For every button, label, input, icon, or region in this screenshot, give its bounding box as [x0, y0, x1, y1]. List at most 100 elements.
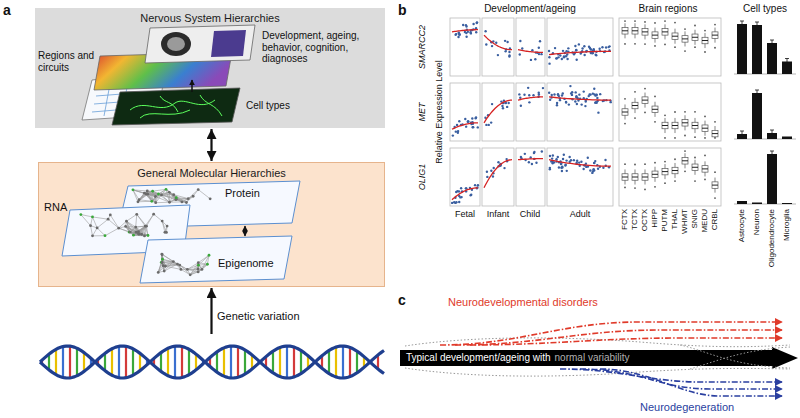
- network-node: [172, 193, 175, 196]
- network-link: [198, 190, 210, 199]
- error-bar: [757, 90, 758, 96]
- base-pair: [118, 346, 120, 377]
- degeneration-trajectory: [600, 369, 782, 396]
- molecular-sheets: [62, 181, 300, 283]
- outlier: [714, 197, 716, 199]
- network-node: [201, 268, 204, 271]
- sample-point: [595, 54, 597, 56]
- axis-label: Child: [520, 209, 541, 219]
- network-link: [152, 194, 159, 201]
- base-pair: [349, 347, 351, 376]
- sample-point: [588, 93, 590, 95]
- bar: [767, 154, 777, 204]
- panel-letter: a: [3, 2, 11, 18]
- network-node: [145, 225, 148, 228]
- sample-point: [583, 90, 585, 92]
- sample-point: [497, 54, 499, 56]
- error-bar: [772, 40, 773, 46]
- bar: [782, 137, 792, 140]
- sample-point: [548, 92, 550, 94]
- outlier: [714, 47, 716, 49]
- plot-frame: [547, 83, 613, 141]
- sample-point: [462, 24, 464, 26]
- sample-point: [507, 102, 509, 104]
- base-pair: [356, 351, 358, 373]
- network-node: [104, 234, 107, 237]
- median: [662, 171, 668, 172]
- trend-line: [518, 159, 543, 160]
- box: [712, 130, 718, 136]
- sample-point: [486, 176, 488, 178]
- brain-sheet: [145, 25, 255, 63]
- sample-point: [590, 48, 592, 50]
- trend-line: [452, 123, 478, 129]
- base-pair: [55, 349, 57, 374]
- sample-point: [538, 47, 540, 49]
- network-node: [132, 188, 135, 191]
- outlier: [714, 171, 716, 173]
- sample-point: [553, 93, 555, 95]
- base-pair: [181, 347, 183, 378]
- sample-point: [560, 166, 562, 168]
- outlier: [674, 180, 676, 182]
- sample-point: [484, 30, 486, 32]
- axis-label: TCTX: [631, 209, 639, 230]
- outlier: [684, 170, 686, 172]
- sample-point: [521, 47, 523, 49]
- box: [672, 167, 678, 173]
- network-node: [180, 268, 183, 271]
- sample-point: [580, 161, 582, 163]
- sample-point: [568, 103, 570, 105]
- error-bar: [740, 21, 744, 22]
- outlier: [654, 186, 656, 188]
- sample-point: [508, 51, 510, 53]
- network-node: [197, 261, 200, 264]
- network-link: [119, 221, 127, 228]
- sample-point: [552, 154, 554, 156]
- outlier: [624, 187, 626, 189]
- axis-label: Oligodendrocyte: [768, 209, 776, 267]
- median: [662, 31, 668, 32]
- box: [652, 171, 658, 177]
- median: [692, 167, 698, 168]
- network-node: [197, 271, 200, 274]
- variability-line: [680, 345, 790, 368]
- network-link: [91, 226, 93, 236]
- network-link: [81, 215, 91, 226]
- outlier: [684, 50, 686, 52]
- median: [672, 170, 678, 171]
- network-link: [138, 193, 144, 202]
- network-link: [108, 219, 119, 228]
- network-link: [158, 263, 162, 273]
- median: [712, 35, 718, 36]
- base-pair: [244, 350, 246, 374]
- outlier: [714, 121, 716, 123]
- sample-point: [567, 47, 569, 49]
- network-link: [161, 254, 162, 255]
- gene-name: OLIG1: [418, 164, 427, 191]
- sample-point: [457, 132, 459, 134]
- panel-letter: b: [398, 2, 407, 18]
- base-pair: [335, 347, 337, 377]
- outlier: [694, 136, 696, 138]
- network-link: [145, 214, 153, 226]
- sample-point: [608, 45, 610, 47]
- plot-frame: [516, 148, 545, 206]
- network-node: [89, 224, 92, 227]
- sample-point: [596, 97, 598, 99]
- outlier: [704, 51, 706, 53]
- network-link: [162, 261, 173, 263]
- plot-frame: [619, 18, 721, 76]
- network-link: [146, 226, 148, 235]
- box: [662, 122, 668, 128]
- outlier: [664, 182, 666, 184]
- axis-label: HIPP: [651, 209, 659, 228]
- error-bar: [740, 131, 744, 132]
- sample-point: [455, 201, 457, 203]
- outlier: [664, 20, 666, 22]
- sample-point: [591, 52, 593, 54]
- sample-point: [519, 97, 521, 99]
- network-node: [161, 261, 164, 264]
- column-header: Brain regions: [639, 3, 698, 15]
- sample-point: [558, 166, 560, 168]
